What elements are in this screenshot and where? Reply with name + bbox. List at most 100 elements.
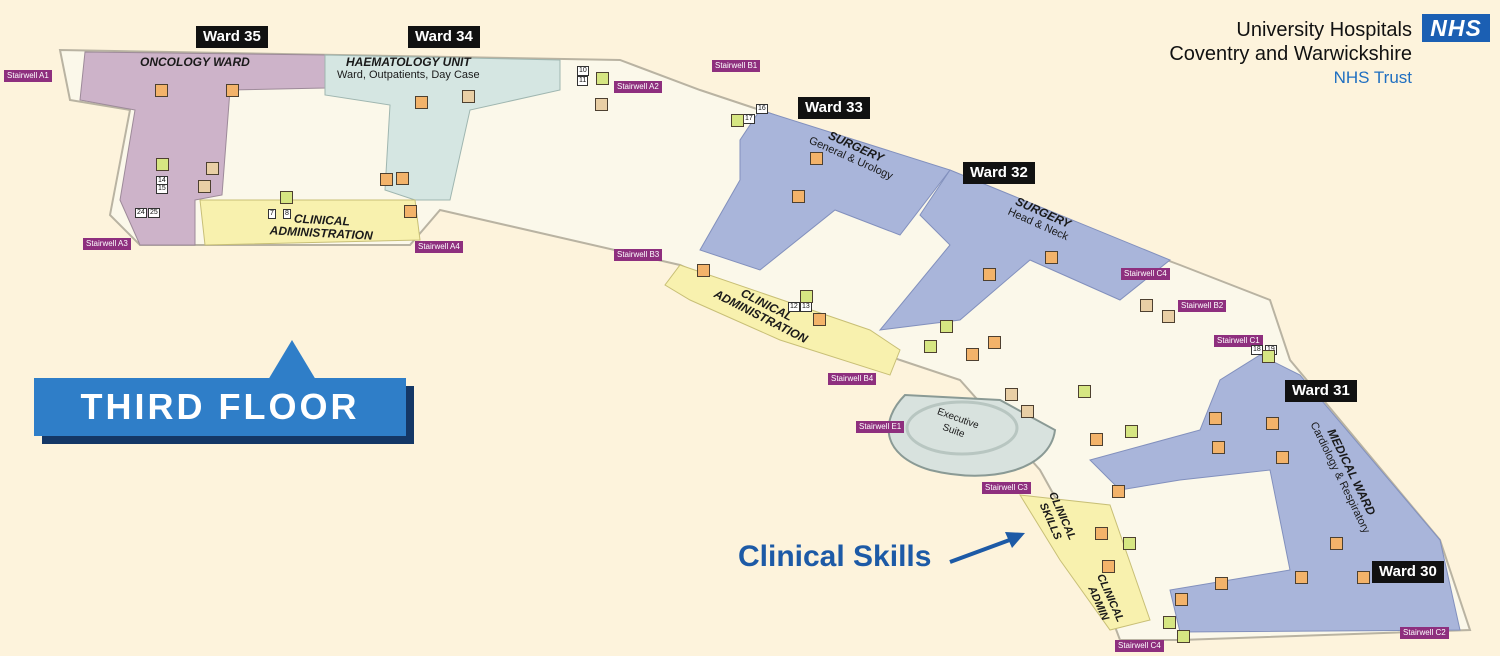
lift-icon[interactable] bbox=[1123, 537, 1136, 550]
toilet-icon[interactable] bbox=[1295, 571, 1308, 584]
zone-medical-ward[interactable] bbox=[1089, 354, 1461, 633]
toilet-icon[interactable] bbox=[1215, 577, 1228, 590]
zone-clinical-administration-a[interactable] bbox=[199, 199, 421, 246]
toilet-icon[interactable] bbox=[415, 96, 428, 109]
lift-number-24: 24 bbox=[135, 208, 147, 218]
stairwell-a3[interactable]: Stairwell A3 bbox=[83, 238, 131, 250]
stairwell-a2[interactable]: Stairwell A2 bbox=[614, 81, 662, 93]
lift-icon[interactable] bbox=[1262, 350, 1275, 363]
zone-clinical-skills[interactable] bbox=[1019, 494, 1151, 631]
toilet-icon[interactable] bbox=[1266, 417, 1279, 430]
toilet-icon[interactable] bbox=[792, 190, 805, 203]
organisation-trust: NHS Trust bbox=[1333, 68, 1412, 87]
toilet-icon[interactable] bbox=[1357, 571, 1370, 584]
toilet-icon[interactable] bbox=[1175, 593, 1188, 606]
stairs-icon[interactable] bbox=[206, 162, 219, 175]
stairwell-a1[interactable]: Stairwell A1 bbox=[4, 70, 52, 82]
lift-icon[interactable] bbox=[156, 158, 169, 171]
zone-clinical-administration-b[interactable] bbox=[664, 264, 901, 376]
ward-tag-30[interactable]: Ward 30 bbox=[1372, 561, 1444, 583]
toilet-icon[interactable] bbox=[155, 84, 168, 97]
stairwell-b4[interactable]: Stairwell B4 bbox=[828, 373, 877, 385]
ward-tag-35[interactable]: Ward 35 bbox=[196, 26, 268, 48]
ward-tag-31[interactable]: Ward 31 bbox=[1285, 380, 1357, 402]
lift-icon[interactable] bbox=[1078, 385, 1091, 398]
stairwell-c2[interactable]: Stairwell C2 bbox=[1400, 627, 1449, 639]
lift-icon[interactable] bbox=[1125, 425, 1138, 438]
stairwell-c3[interactable]: Stairwell C3 bbox=[982, 482, 1031, 494]
toilet-icon[interactable] bbox=[1112, 485, 1125, 498]
stairwell-b3[interactable]: Stairwell B3 bbox=[614, 249, 663, 261]
lift-number-12: 12 bbox=[788, 302, 800, 312]
lift-icon[interactable] bbox=[1177, 630, 1190, 643]
stairwell-e1[interactable]: Stairwell E1 bbox=[856, 421, 905, 433]
stairwell-c1[interactable]: Stairwell C1 bbox=[1214, 335, 1263, 347]
lift-icon[interactable] bbox=[924, 340, 937, 353]
label-haematology-title: HAEMATOLOGY UNIT bbox=[345, 55, 471, 69]
organisation-line-1: University Hospitals bbox=[1236, 19, 1412, 41]
lift-number-11: 11 bbox=[577, 76, 589, 86]
nhs-logo: NHS bbox=[1422, 14, 1490, 42]
toilet-icon[interactable] bbox=[1212, 441, 1225, 454]
zone-haematology-unit[interactable] bbox=[324, 54, 561, 201]
lift-number-15: 15 bbox=[156, 184, 168, 194]
stairs-icon[interactable] bbox=[198, 180, 211, 193]
ward-tag-33[interactable]: Ward 33 bbox=[798, 97, 870, 119]
stairs-icon[interactable] bbox=[1021, 405, 1034, 418]
toilet-icon[interactable] bbox=[983, 268, 996, 281]
lift-number-7: 7 bbox=[268, 209, 276, 219]
zone-surgery-ward-33[interactable] bbox=[699, 109, 951, 271]
floor-badge: THIRD FLOOR bbox=[34, 378, 406, 436]
stairwell-b1[interactable]: Stairwell B1 bbox=[712, 60, 761, 72]
stairwell-b2[interactable]: Stairwell B2 bbox=[1178, 300, 1227, 312]
label-haematology-sub: Ward, Outpatients, Day Case bbox=[337, 69, 480, 81]
toilet-icon[interactable] bbox=[966, 348, 979, 361]
lift-icon[interactable] bbox=[731, 114, 744, 127]
toilet-icon[interactable] bbox=[404, 205, 417, 218]
lift-icon[interactable] bbox=[940, 320, 953, 333]
toilet-icon[interactable] bbox=[988, 336, 1001, 349]
lift-number-10: 10 bbox=[577, 66, 589, 76]
toilet-icon[interactable] bbox=[1045, 251, 1058, 264]
floor-badge-pointer bbox=[268, 340, 316, 380]
ward-tag-32[interactable]: Ward 32 bbox=[963, 162, 1035, 184]
stairs-icon[interactable] bbox=[1140, 299, 1153, 312]
toilet-icon[interactable] bbox=[810, 152, 823, 165]
toilet-icon[interactable] bbox=[226, 84, 239, 97]
lift-number-17: 17 bbox=[743, 114, 755, 124]
toilet-icon[interactable] bbox=[1276, 451, 1289, 464]
organisation-name: University Hospitals Coventry and Warwic… bbox=[1169, 18, 1412, 90]
toilet-icon[interactable] bbox=[380, 173, 393, 186]
lift-number-8: 8 bbox=[283, 209, 291, 219]
toilet-icon[interactable] bbox=[697, 264, 710, 277]
lift-icon[interactable] bbox=[800, 290, 813, 303]
lift-icon[interactable] bbox=[280, 191, 293, 204]
toilet-icon[interactable] bbox=[1095, 527, 1108, 540]
executive-suite-ring bbox=[905, 400, 1019, 456]
callout-arrow-head bbox=[1005, 532, 1025, 548]
toilet-icon[interactable] bbox=[1102, 560, 1115, 573]
label-haematology-unit: HAEMATOLOGY UNIT Ward, Outpatients, Day … bbox=[337, 56, 480, 82]
organisation-line-2: Coventry and Warwickshire bbox=[1169, 43, 1412, 65]
stairwell-a4[interactable]: Stairwell A4 bbox=[415, 241, 463, 253]
lift-icon[interactable] bbox=[596, 72, 609, 85]
stairs-icon[interactable] bbox=[462, 90, 475, 103]
clinical-skills-callout: Clinical Skills bbox=[738, 540, 932, 573]
toilet-icon[interactable] bbox=[1330, 537, 1343, 550]
lift-number-25: 25 bbox=[148, 208, 160, 218]
toilet-icon[interactable] bbox=[813, 313, 826, 326]
stairs-icon[interactable] bbox=[1005, 388, 1018, 401]
lift-number-16: 16 bbox=[756, 104, 768, 114]
lift-icon[interactable] bbox=[1163, 616, 1176, 629]
toilet-icon[interactable] bbox=[1090, 433, 1103, 446]
lift-number-13: 13 bbox=[800, 302, 812, 312]
toilet-icon[interactable] bbox=[396, 172, 409, 185]
stairwell-c4[interactable]: Stairwell C4 bbox=[1121, 268, 1170, 280]
stairs-icon[interactable] bbox=[595, 98, 608, 111]
toilet-icon[interactable] bbox=[1209, 412, 1222, 425]
ward-tag-34[interactable]: Ward 34 bbox=[408, 26, 480, 48]
label-oncology-ward: ONCOLOGY WARD bbox=[140, 55, 250, 69]
stairwell-c4-lower[interactable]: Stairwell C4 bbox=[1115, 640, 1164, 652]
callout-arrow-line bbox=[949, 536, 1016, 564]
stairs-icon[interactable] bbox=[1162, 310, 1175, 323]
